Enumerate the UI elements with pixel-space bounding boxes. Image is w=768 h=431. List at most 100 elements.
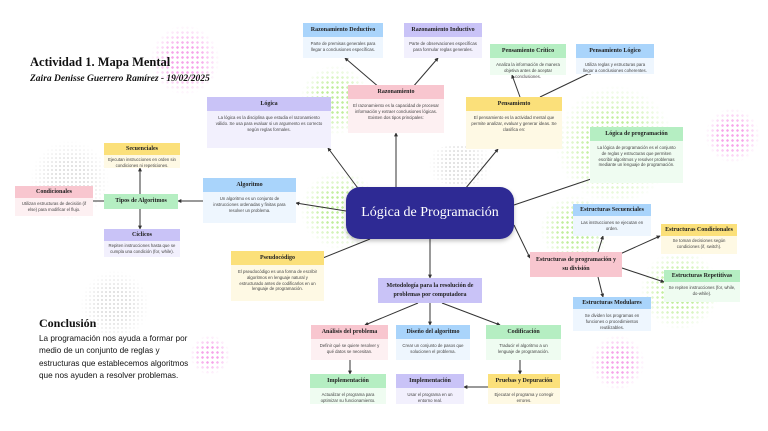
node-title: Lógica de programación (590, 127, 683, 142)
decor-dots-pink (190, 335, 230, 375)
node-text: Analiza la información de manera objetiv… (496, 62, 560, 79)
node-logica-programacion[interactable]: Lógica de programación La lógica de prog… (590, 127, 683, 183)
decor-dots-pink (150, 25, 220, 95)
node-pruebas-depuracion[interactable]: Pruebas y Depuración Ejecutar el program… (488, 374, 560, 404)
node-estructuras-division[interactable]: Estructuras de programación y su divisió… (530, 252, 622, 277)
node-text: Repiten instrucciones hasta que se cumpl… (108, 243, 176, 254)
link-estructuras-condicionales (619, 235, 661, 255)
node-diseno[interactable]: Diseño del algoritmo Crear un conjunto d… (396, 325, 470, 360)
node-estructuras-condicionales[interactable]: Estructuras Condicionales Se toman decis… (661, 224, 737, 254)
link-pensamiento-logico (539, 71, 593, 98)
node-estructuras-repetitivas[interactable]: Estructuras Repetitivas Se repiten instr… (664, 270, 740, 302)
conclusion-body: La programación nos ayuda a formar por m… (39, 334, 189, 380)
link-estructuras-repetitivas (621, 267, 665, 283)
link-center-logica (327, 147, 361, 192)
decor-dots-grey (80, 270, 150, 340)
node-implementacion-actualizar[interactable]: Implementación Actualizar el programa pa… (310, 374, 386, 404)
decor-dots-pink (590, 335, 645, 390)
node-title: Metodología para la resolución de proble… (386, 283, 474, 298)
node-title: Razonamiento Inductivo (404, 23, 482, 38)
node-text: Parte de premisas generales para llegar … (310, 41, 376, 52)
node-title: Estructuras Modulares (573, 297, 651, 310)
node-title: Tipos de Algoritmos (115, 198, 167, 205)
node-metodologia[interactable]: Metodología para la resolución de proble… (378, 278, 482, 303)
node-title: Algoritmo (203, 178, 296, 193)
node-title: Implementación (396, 374, 464, 389)
node-text: La lógica de programación es el conjunto… (597, 145, 676, 168)
node-razonamiento[interactable]: Razonamiento El razonamiento es la capac… (348, 85, 444, 133)
node-text: Parte de observaciones específicas para … (409, 41, 477, 52)
node-title: Estructuras Repetitivas (664, 270, 740, 283)
node-tipos-algoritmos[interactable]: Tipos de Algoritmos (104, 194, 178, 209)
node-codificacion[interactable]: Codificación Traducir el algoritmo a un … (486, 325, 561, 360)
node-text: Usar el programa en un entorno real. (407, 392, 453, 403)
node-text: Se toman decisiones según condiciones (i… (672, 238, 726, 249)
node-text: Se repiten instrucciones (for, while, do… (668, 285, 736, 296)
node-title: Estructuras de programación y su divisió… (535, 257, 617, 272)
node-title: Pensamiento (466, 97, 562, 112)
node-text: Un algoritmo es un conjunto de instrucci… (213, 196, 286, 213)
page-title: Actividad 1. Mapa Mental (30, 55, 171, 69)
link-estructuras-modulares (597, 276, 605, 298)
node-text: Crear un conjunto de pasos que solucione… (402, 343, 464, 354)
node-ciclicos[interactable]: Cíclicos Repiten instrucciones hasta que… (104, 229, 180, 257)
link-center-algoritmo (295, 201, 347, 212)
node-text: Las instrucciones se ejecutan en orden. (580, 220, 644, 231)
link-razonamiento-inductivo (411, 57, 439, 89)
node-title: Pruebas y Depuración (488, 374, 560, 389)
node-title: Diseño del algoritmo (396, 325, 470, 340)
link-center-logica-prog (513, 177, 595, 206)
node-title: Estructuras Condicionales (661, 224, 737, 237)
node-text: El razonamiento es la capacidad de proce… (353, 103, 439, 120)
node-text: Ejecutar el programa y corregir errores. (494, 392, 554, 403)
node-secuenciales[interactable]: Secuenciales Ejecutan instrucciones en o… (104, 143, 180, 168)
node-title: Cíclicos (104, 229, 180, 242)
node-pseudocodigo[interactable]: Pseudocódigo El pseudocódigo es una form… (231, 251, 324, 301)
node-title: Codificación (486, 325, 561, 340)
node-text: La lógica es la disciplina que estudia e… (215, 115, 323, 132)
node-estructuras-secuenciales[interactable]: Estructuras Secuenciales Las instruccion… (573, 204, 651, 236)
node-text: Se dividen los programas en funciones o … (584, 313, 640, 330)
node-pensamiento-critico[interactable]: Pensamiento Crítico Analiza la informaci… (490, 44, 566, 79)
node-text: Definir qué se quiere resolver y qué dat… (319, 343, 380, 354)
node-pensamiento[interactable]: Pensamiento El pensamiento es la activid… (466, 97, 562, 149)
node-title: Condicionales (15, 186, 93, 199)
node-title: Razonamiento (348, 85, 444, 100)
node-logica[interactable]: Lógica La lógica es la disciplina que es… (207, 97, 331, 148)
conclusion-heading: Conclusión (39, 316, 97, 330)
node-algoritmo[interactable]: Algoritmo Un algoritmo es un conjunto de… (203, 178, 296, 223)
node-title: Secuenciales (104, 143, 180, 156)
node-estructuras-modulares[interactable]: Estructuras Modulares Se dividen los pro… (573, 297, 651, 331)
node-text: El pseudocódigo es una forma de escribir… (237, 269, 318, 292)
node-title: Análisis del problema (311, 325, 388, 340)
node-pensamiento-logico[interactable]: Pensamiento Lógico Utiliza reglas y estr… (576, 44, 654, 74)
link-estructuras-secuenciales (597, 235, 604, 253)
link-razonamiento-deductivo (344, 57, 381, 89)
node-title: Pensamiento Crítico (490, 44, 566, 59)
link-metodologia-codificacion (441, 302, 501, 326)
link-center-pensamiento (464, 148, 499, 190)
node-razonamiento-inductivo[interactable]: Razonamiento Inductivo Parte de observac… (404, 23, 482, 58)
node-title: Lógica (207, 97, 331, 112)
link-metodologia-analisis (364, 302, 419, 326)
node-title: Estructuras Secuenciales (573, 204, 651, 217)
node-text: Utiliza reglas y estructuras para llegar… (583, 62, 647, 73)
node-implementacion-usar[interactable]: Implementación Usar el programa en un en… (396, 374, 464, 404)
decor-dots-grey (420, 145, 500, 185)
page-subtitle: Zaira Denisse Guerrero Ramírez - 19/02/2… (30, 74, 210, 84)
node-title: Razonamiento Deductivo (303, 23, 383, 38)
node-condicionales[interactable]: Condicionales Utilizan estructuras de de… (15, 186, 93, 216)
link-center-estructuras (513, 224, 531, 259)
node-razonamiento-deductivo[interactable]: Razonamiento Deductivo Parte de premisas… (303, 23, 383, 58)
node-title: Implementación (310, 374, 386, 389)
decor-dots-pink (705, 108, 760, 163)
node-text: Traducir el algoritmo a un lenguaje de p… (498, 343, 549, 354)
node-text: El pensamiento es la actividad mental qu… (471, 115, 557, 132)
central-topic[interactable]: Lógica de Programación (346, 187, 514, 239)
node-title: Pseudocódigo (231, 251, 324, 266)
node-analisis[interactable]: Análisis del problema Definir qué se qui… (311, 325, 388, 360)
node-text: Ejecutan instrucciones en orden sin cond… (108, 157, 176, 168)
node-text: Utilizan estructuras de decisión (if els… (21, 201, 87, 212)
